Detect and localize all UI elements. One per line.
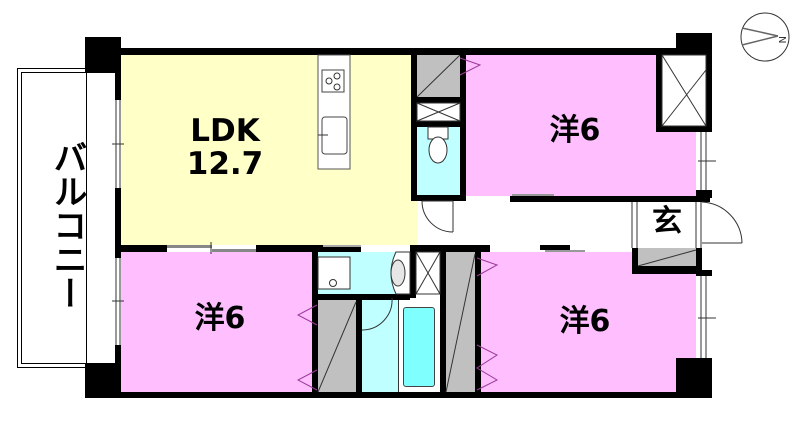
kitchen-counter bbox=[317, 54, 351, 170]
wall-closet-bl-right bbox=[356, 296, 362, 396]
wall-closet-br-right bbox=[475, 252, 481, 397]
wall-left-mid bbox=[115, 188, 121, 258]
wall-wash-divider bbox=[410, 252, 416, 298]
window-right-lower bbox=[698, 276, 716, 358]
bathtub bbox=[403, 307, 435, 387]
sliding-door-bottom-right bbox=[545, 250, 585, 252]
storage-x-box bbox=[416, 102, 461, 122]
svg-text:N: N bbox=[776, 36, 787, 43]
wall-shaft-bottom bbox=[656, 126, 712, 132]
toilet-icon bbox=[427, 126, 449, 164]
toilet-door bbox=[421, 200, 454, 233]
wall-toilet-bottom bbox=[411, 195, 466, 201]
balcony bbox=[17, 68, 87, 368]
pillar-bottom-right bbox=[676, 358, 712, 398]
wall-closet-right bbox=[460, 55, 466, 200]
washing-machine-area bbox=[317, 256, 351, 290]
wall-bath-right bbox=[440, 252, 446, 397]
pillar-top-left bbox=[85, 37, 121, 73]
ldk-label-name: LDK bbox=[190, 113, 260, 149]
wash-door-top bbox=[323, 245, 361, 247]
closet-bottom-left-lines bbox=[296, 301, 357, 393]
shaft-x-box bbox=[661, 54, 707, 127]
western-bottom-left-label: 洋6 bbox=[194, 301, 246, 336]
wall-closet-divider-1 bbox=[417, 97, 460, 103]
western-bottom-right-label: 洋6 bbox=[559, 304, 611, 339]
ldk-label: LDK 12.7 bbox=[170, 115, 280, 180]
wall-right-mid bbox=[696, 190, 712, 198]
wall-ldk-right bbox=[411, 55, 417, 200]
wall-wash-bottom bbox=[318, 294, 410, 300]
wall-middle-horizontal-right bbox=[410, 245, 490, 252]
wall-middle-horizontal-mid bbox=[256, 245, 361, 252]
balcony-inner-line bbox=[21, 72, 87, 364]
window-left-upper bbox=[112, 100, 124, 188]
entrance-door bbox=[701, 201, 743, 244]
wall-left-upper bbox=[115, 70, 121, 100]
wall-right-lower bbox=[696, 248, 702, 274]
wall-middle-horizontal-left bbox=[115, 245, 167, 252]
window-right-upper bbox=[698, 132, 716, 190]
wall-bottom bbox=[115, 392, 705, 398]
entrance-lines bbox=[631, 202, 702, 267]
ldk-label-size: 12.7 bbox=[186, 145, 264, 182]
storage-x-box-2 bbox=[415, 251, 441, 295]
wall-top bbox=[115, 48, 685, 55]
compass-icon: N bbox=[740, 12, 790, 62]
sliding-door-ldk bbox=[167, 242, 256, 254]
western-room-bottom-right bbox=[481, 252, 696, 392]
closet-top-lines bbox=[416, 54, 482, 98]
closet-bottom-right-lines bbox=[445, 253, 499, 393]
wall-left-lower bbox=[115, 345, 121, 365]
wall-entrance-bottom bbox=[632, 266, 702, 274]
wall-right-lower-2 bbox=[696, 270, 712, 276]
washroom-corridor bbox=[362, 298, 398, 392]
wall-middle-horizontal-far bbox=[540, 245, 570, 250]
bathroom-door bbox=[361, 297, 393, 331]
balcony-label: バルコニー bbox=[47, 140, 87, 310]
wall-shaft-left bbox=[656, 52, 662, 132]
western-top-right-label: 洋6 bbox=[549, 113, 601, 148]
window-left-lower bbox=[112, 258, 124, 345]
wall-entrance-left bbox=[632, 248, 638, 273]
entrance-label: 玄 bbox=[652, 204, 682, 239]
wall-top-room-bottom bbox=[510, 196, 710, 202]
ldk-room bbox=[121, 55, 411, 245]
western-room-bottom-left bbox=[121, 252, 312, 392]
ldk-extension bbox=[411, 195, 418, 245]
wash-basin bbox=[390, 251, 411, 295]
wall-closet-divider-2 bbox=[417, 121, 460, 127]
sliding-door-top-right bbox=[512, 194, 554, 196]
wall-right-upper bbox=[706, 60, 712, 130]
